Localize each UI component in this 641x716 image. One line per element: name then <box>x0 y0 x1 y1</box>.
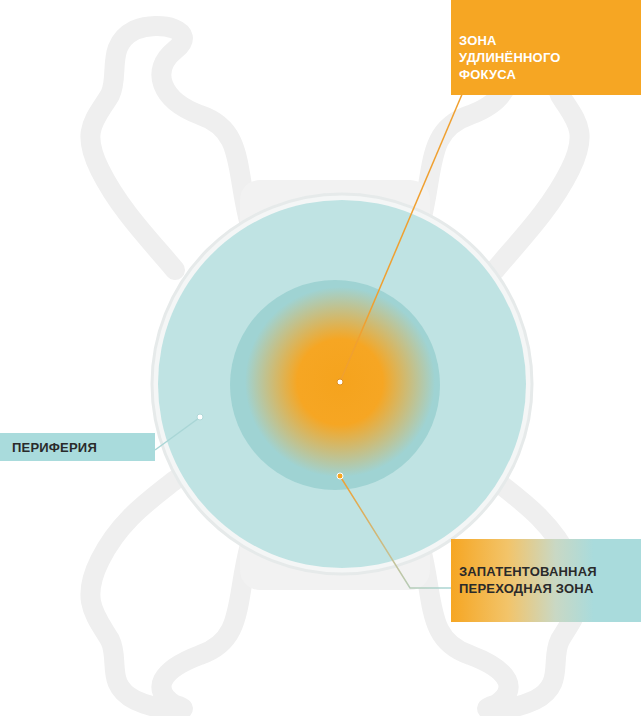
leader-line <box>155 418 199 450</box>
leader-dot <box>337 379 343 385</box>
optic-periphery <box>158 200 526 568</box>
label-text: ЗАПАТЕНТОВАННАЯ ПЕРЕХОДНАЯ ЗОНА <box>459 563 635 597</box>
periphery-label-box: ПЕРИФЕРИЯ <box>0 433 155 461</box>
transition-label-box: ЗАПАТЕНТОВАННАЯ ПЕРЕХОДНАЯ ЗОНА <box>451 539 641 622</box>
transition-zone <box>230 280 440 490</box>
focus-label-box: ЗОНА УДЛИНЁННОГО ФОКУСА <box>451 0 641 95</box>
focus-zone <box>245 287 435 477</box>
label-text: ПЕРИФЕРИЯ <box>12 439 145 456</box>
leader-line <box>340 92 463 382</box>
leader-dot <box>197 414 203 420</box>
leader-dot <box>337 473 343 479</box>
leader-line <box>340 476 451 588</box>
optic-rim <box>152 194 532 574</box>
label-text: ЗОНА УДЛИНЁННОГО ФОКУСА <box>459 32 579 83</box>
